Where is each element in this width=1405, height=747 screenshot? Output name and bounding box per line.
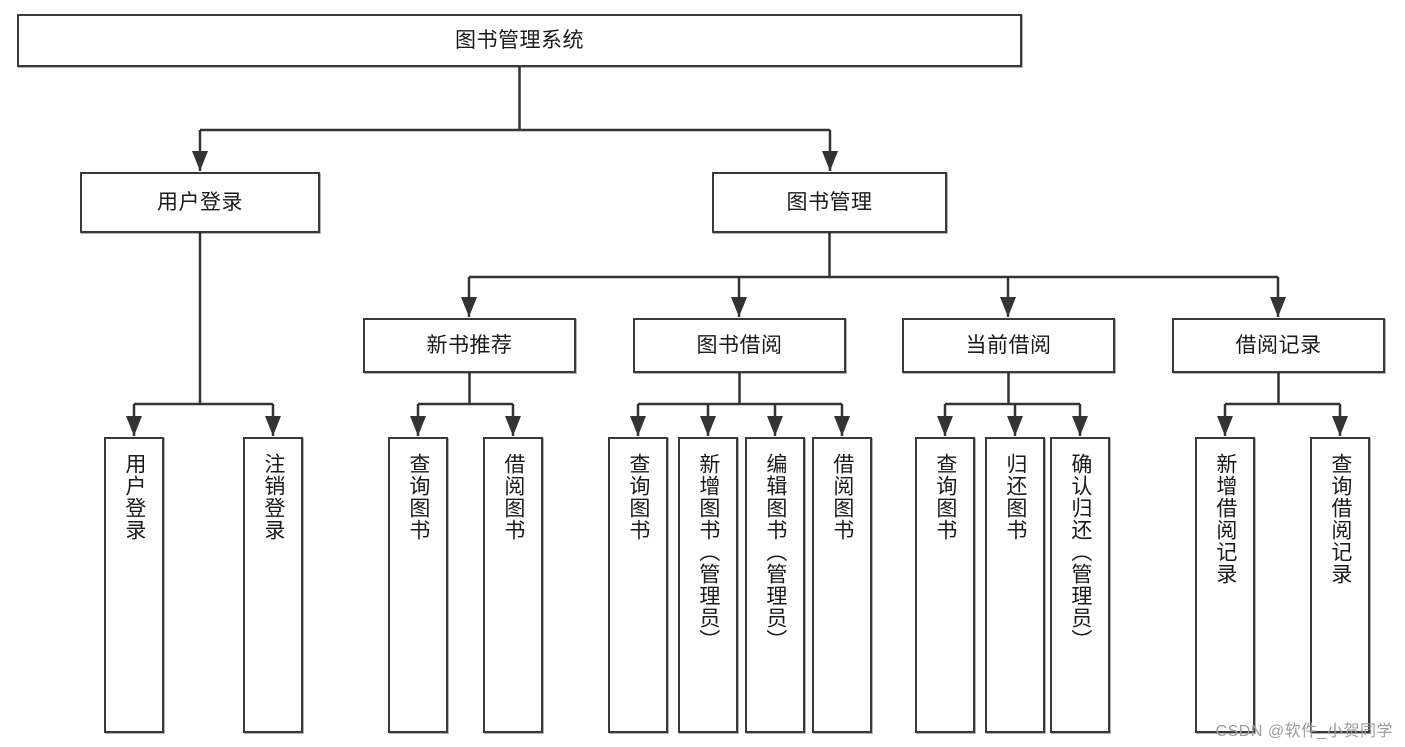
arrow-head-icon bbox=[834, 416, 850, 436]
arrow-head-icon bbox=[1000, 297, 1016, 317]
arrow-head-icon bbox=[192, 151, 208, 171]
node-label: 查询图书 bbox=[626, 453, 650, 541]
arrow-head-icon bbox=[1217, 416, 1233, 436]
arrow-head-icon bbox=[700, 416, 716, 436]
node-l-br-query-record[interactable]: 查询借阅记录 bbox=[1310, 437, 1370, 733]
node-label: 借阅图书 bbox=[501, 453, 525, 541]
node-label: 用户登录 bbox=[157, 190, 243, 214]
node-n-new-book-rec[interactable]: 新书推荐 bbox=[363, 318, 576, 373]
node-root[interactable]: 图书管理系统 bbox=[17, 14, 1022, 67]
node-l-bb-query-book[interactable]: 查询图书 bbox=[608, 437, 668, 733]
node-label: 编辑图书（管理员） bbox=[763, 453, 787, 651]
node-l-rec-borrow-book[interactable]: 借阅图书 bbox=[483, 437, 543, 733]
arrow-head-icon bbox=[630, 416, 646, 436]
node-label: 查询图书 bbox=[406, 453, 430, 541]
arrow-head-icon bbox=[461, 297, 477, 317]
arrow-head-icon bbox=[1332, 416, 1348, 436]
node-label: 图书管理 bbox=[786, 190, 873, 214]
arrow-head-icon bbox=[767, 416, 783, 436]
node-l-bb-add-book[interactable]: 新增图书（管理员） bbox=[678, 437, 738, 733]
arrow-head-icon bbox=[822, 151, 838, 171]
arrow-head-icon bbox=[731, 297, 747, 317]
arrow-head-icon bbox=[1072, 416, 1088, 436]
node-label: 借阅记录 bbox=[1235, 333, 1322, 357]
node-l-rec-query-book[interactable]: 查询图书 bbox=[388, 437, 448, 733]
node-l-bb-borrow-book[interactable]: 借阅图书 bbox=[812, 437, 872, 733]
node-label: 注销登录 bbox=[261, 453, 285, 541]
watermark: CSDN @软件_小贺同学 bbox=[1215, 723, 1393, 740]
node-l-cb-return-book[interactable]: 归还图书 bbox=[985, 437, 1045, 733]
node-label: 图书借阅 bbox=[696, 333, 783, 357]
arrow-head-icon bbox=[126, 416, 142, 436]
arrow-head-icon bbox=[1270, 297, 1286, 317]
node-l-br-add-record[interactable]: 新增借阅记录 bbox=[1195, 437, 1255, 733]
node-label: 查询借阅记录 bbox=[1328, 453, 1352, 585]
node-label: 归还图书 bbox=[1003, 453, 1027, 541]
node-label: 新书推荐 bbox=[426, 333, 513, 357]
node-label: 查询图书 bbox=[933, 453, 957, 541]
node-n-current-borrow[interactable]: 当前借阅 bbox=[902, 318, 1115, 373]
arrow-head-icon bbox=[410, 416, 426, 436]
node-label: 图书管理系统 bbox=[455, 28, 584, 52]
node-l-user-login[interactable]: 用户登录 bbox=[104, 437, 164, 733]
node-label: 确认归还（管理员） bbox=[1068, 453, 1092, 651]
node-label: 借阅图书 bbox=[830, 453, 854, 541]
node-l-user-logout[interactable]: 注销登录 bbox=[243, 437, 303, 733]
node-label: 新增图书（管理员） bbox=[696, 453, 720, 651]
node-label: 新增借阅记录 bbox=[1213, 453, 1237, 585]
node-label: 当前借阅 bbox=[965, 333, 1052, 357]
arrow-head-icon bbox=[265, 416, 281, 436]
arrow-head-icon bbox=[505, 416, 521, 436]
node-n-book-mgmt[interactable]: 图书管理 bbox=[712, 172, 947, 233]
node-n-book-borrow[interactable]: 图书借阅 bbox=[633, 318, 846, 373]
arrow-head-icon bbox=[937, 416, 953, 436]
node-l-cb-confirm-return[interactable]: 确认归还（管理员） bbox=[1050, 437, 1110, 733]
arrow-head-icon bbox=[1007, 416, 1023, 436]
node-l-bb-edit-book[interactable]: 编辑图书（管理员） bbox=[745, 437, 805, 733]
node-label: 用户登录 bbox=[122, 453, 146, 541]
node-n-borrow-record[interactable]: 借阅记录 bbox=[1172, 318, 1385, 373]
node-l-cb-query-book[interactable]: 查询图书 bbox=[915, 437, 975, 733]
node-n-user-login[interactable]: 用户登录 bbox=[80, 172, 320, 233]
